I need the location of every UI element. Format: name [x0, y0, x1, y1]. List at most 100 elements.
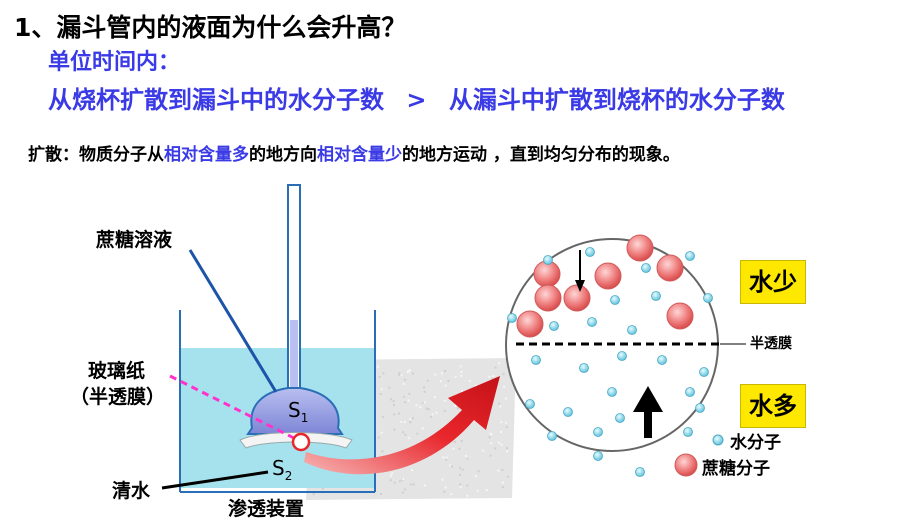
water-molecule	[593, 451, 603, 461]
speckle	[452, 447, 455, 450]
zoom-circle	[505, 234, 746, 477]
speckle	[434, 373, 437, 376]
speckle	[503, 385, 506, 388]
speckle	[443, 399, 446, 402]
water-molecule	[607, 387, 617, 397]
speckle	[476, 489, 479, 492]
speckle	[459, 466, 462, 469]
diffusion-definition: 扩散：物质分子从相对含量多的地方向相对含量少的地方运动 ，直到均匀分布的现象。	[28, 140, 680, 165]
speckle	[501, 486, 504, 489]
speckle	[423, 390, 426, 393]
speckle	[505, 426, 508, 429]
sucrose-molecule	[594, 262, 622, 290]
sucrose-molecule	[534, 284, 562, 312]
speckle	[444, 370, 447, 373]
definition-prefix: 扩散：物质分子从	[28, 145, 164, 165]
speckle	[380, 388, 383, 391]
semipermeable-label: （半透膜）	[70, 386, 166, 408]
speckle	[380, 431, 383, 434]
speckle	[489, 442, 492, 445]
speckle	[450, 465, 453, 468]
speckle	[489, 454, 492, 457]
speckle	[460, 374, 463, 377]
speckle	[485, 489, 488, 492]
speckle	[389, 474, 392, 477]
speckle	[459, 473, 462, 476]
speckle	[502, 373, 505, 376]
speckle	[425, 407, 428, 410]
speckle	[402, 478, 405, 481]
speckle	[400, 374, 403, 377]
sucrose-molecule	[626, 234, 654, 262]
speckle	[430, 415, 433, 418]
speckle	[398, 412, 401, 415]
question-title: 1、漏斗管内的液面为什么会升高？	[14, 13, 407, 42]
speckle	[445, 456, 448, 459]
legend-sucrose-label: 蔗糖分子	[702, 459, 770, 479]
speckle	[409, 421, 412, 424]
speckle	[500, 443, 503, 446]
speckle	[466, 484, 469, 487]
speckle	[449, 464, 452, 467]
speckle	[456, 407, 459, 410]
comparison-line: 从烧杯扩散到漏斗中的水分子数 > 从漏斗中扩散到烧杯的水分子数	[48, 80, 785, 115]
speckle	[411, 417, 414, 420]
speckle	[381, 450, 384, 453]
legend-water-label: 水分子	[730, 433, 781, 453]
speckle	[506, 447, 509, 450]
speckle	[494, 447, 497, 450]
speckle	[459, 365, 462, 368]
speckle	[460, 370, 463, 373]
speckle	[450, 493, 453, 496]
speckle	[400, 420, 403, 423]
speckle	[404, 433, 407, 436]
water-molecule	[657, 355, 667, 365]
speckle	[461, 468, 464, 471]
speckle	[381, 416, 384, 419]
speckle	[423, 386, 426, 389]
speckle	[401, 491, 404, 494]
more-water-label: 水多	[749, 392, 797, 420]
water-molecule	[593, 427, 603, 437]
speckle	[379, 492, 382, 495]
speckle	[500, 421, 503, 424]
s2-subscript: 2	[284, 469, 293, 483]
speckle	[412, 372, 415, 375]
speckle	[412, 483, 415, 486]
apparatus-label: 渗透装置	[228, 498, 305, 520]
unit-time-label: 单位时间内：	[48, 50, 181, 75]
speckle	[498, 402, 501, 405]
speckle	[506, 450, 509, 453]
up-arrow	[633, 386, 663, 438]
speckle	[409, 418, 412, 421]
speckle	[389, 479, 392, 482]
speckle	[444, 384, 447, 387]
legend-water-molecule-icon	[712, 434, 724, 446]
membrane-label: 半透膜	[750, 336, 792, 352]
water-label: 清水	[112, 480, 151, 502]
cellophane-label: 玻璃纸	[88, 360, 146, 382]
sucrose-molecule	[656, 254, 684, 282]
speckle	[376, 365, 379, 368]
sucrose-molecule	[563, 284, 591, 312]
water-molecule	[610, 295, 620, 305]
speckle	[443, 490, 446, 493]
speckle	[447, 379, 450, 382]
s1-letter: S	[288, 398, 301, 422]
speckle	[498, 362, 501, 365]
speckle	[406, 370, 409, 373]
sucrose-solution-label: 蔗糖溶液	[96, 229, 173, 251]
less-water-label: 水少	[749, 268, 797, 296]
more-water-box: 水多	[740, 384, 806, 428]
water-molecule	[685, 251, 695, 261]
comparison-right: 从漏斗中扩散到烧杯的水分子数	[448, 86, 785, 114]
water-pointer-line	[161, 470, 269, 490]
speckle	[501, 469, 504, 472]
speckle	[505, 421, 508, 424]
speckle	[492, 374, 495, 377]
less-water-box: 水少	[740, 260, 806, 304]
speckle	[392, 400, 395, 403]
sucrose-molecule	[516, 310, 544, 338]
speckle	[407, 370, 410, 373]
